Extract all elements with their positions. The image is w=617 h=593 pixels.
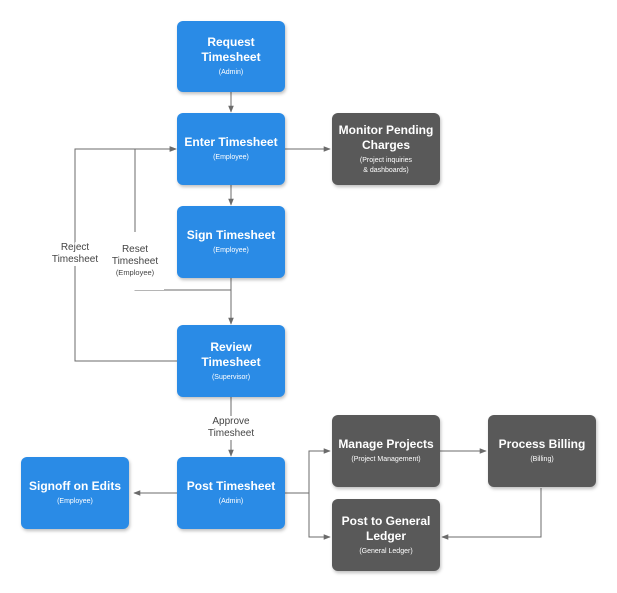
node-post-timesheet[interactable]: Post Timesheet (Admin) <box>177 457 285 529</box>
node-signoff-on-edits[interactable]: Signoff on Edits (Employee) <box>21 457 129 529</box>
node-role: (Billing) <box>530 456 554 463</box>
node-role: (Project inquiries & dashboards) <box>359 156 413 174</box>
node-role: (Employee) <box>213 154 249 161</box>
node-monitor-pending-charges[interactable]: Monitor Pending Charges (Project inquiri… <box>332 113 440 185</box>
node-title: Monitor Pending Charges <box>338 122 434 152</box>
node-role: (Project Management) <box>351 456 421 463</box>
label-reset-text: Reset Timesheet <box>111 244 159 267</box>
node-process-billing[interactable]: Process Billing (Billing) <box>488 415 596 487</box>
node-role: (General Ledger) <box>359 547 413 555</box>
node-review-timesheet[interactable]: Review Timesheet (Supervisor) <box>177 325 285 397</box>
edge-post-to-ledger <box>308 493 331 540</box>
node-title: Enter Timesheet <box>184 135 278 149</box>
edge-post-to-manage <box>285 448 331 494</box>
node-role: (Employee) <box>57 498 93 505</box>
node-role: (Admin) <box>218 498 244 505</box>
node-title: Post to General Ledger <box>341 513 431 543</box>
node-post-to-general-ledger[interactable]: Post to General Ledger (General Ledger) <box>332 499 440 571</box>
node-title: Manage Projects <box>338 437 434 451</box>
node-role: (Employee) <box>213 247 249 254</box>
node-title: Sign Timesheet <box>186 228 276 242</box>
node-role: (Admin) <box>218 69 244 76</box>
label-reset-role: (Employee) <box>115 268 155 277</box>
edge-billing-to-ledger <box>441 488 542 540</box>
node-request-timesheet[interactable]: Request Timesheet (Admin) <box>177 21 285 92</box>
node-role: (Supervisor) <box>211 373 251 381</box>
node-manage-projects[interactable]: Manage Projects (Project Management) <box>332 415 440 487</box>
label-reset-timesheet: Reset Timesheet (Employee) <box>106 232 164 290</box>
node-title: Review Timesheet <box>201 339 261 369</box>
label-approve-timesheet: Approve Timesheet <box>201 416 261 440</box>
node-title: Post Timesheet <box>186 479 276 493</box>
node-title: Process Billing <box>498 437 586 451</box>
label-reject-timesheet: Reject Timesheet <box>46 242 104 266</box>
node-enter-timesheet[interactable]: Enter Timesheet (Employee) <box>177 113 285 185</box>
node-sign-timesheet[interactable]: Sign Timesheet (Employee) <box>177 206 285 278</box>
node-title: Request Timesheet <box>201 35 261 64</box>
node-title: Signoff on Edits <box>29 479 121 493</box>
